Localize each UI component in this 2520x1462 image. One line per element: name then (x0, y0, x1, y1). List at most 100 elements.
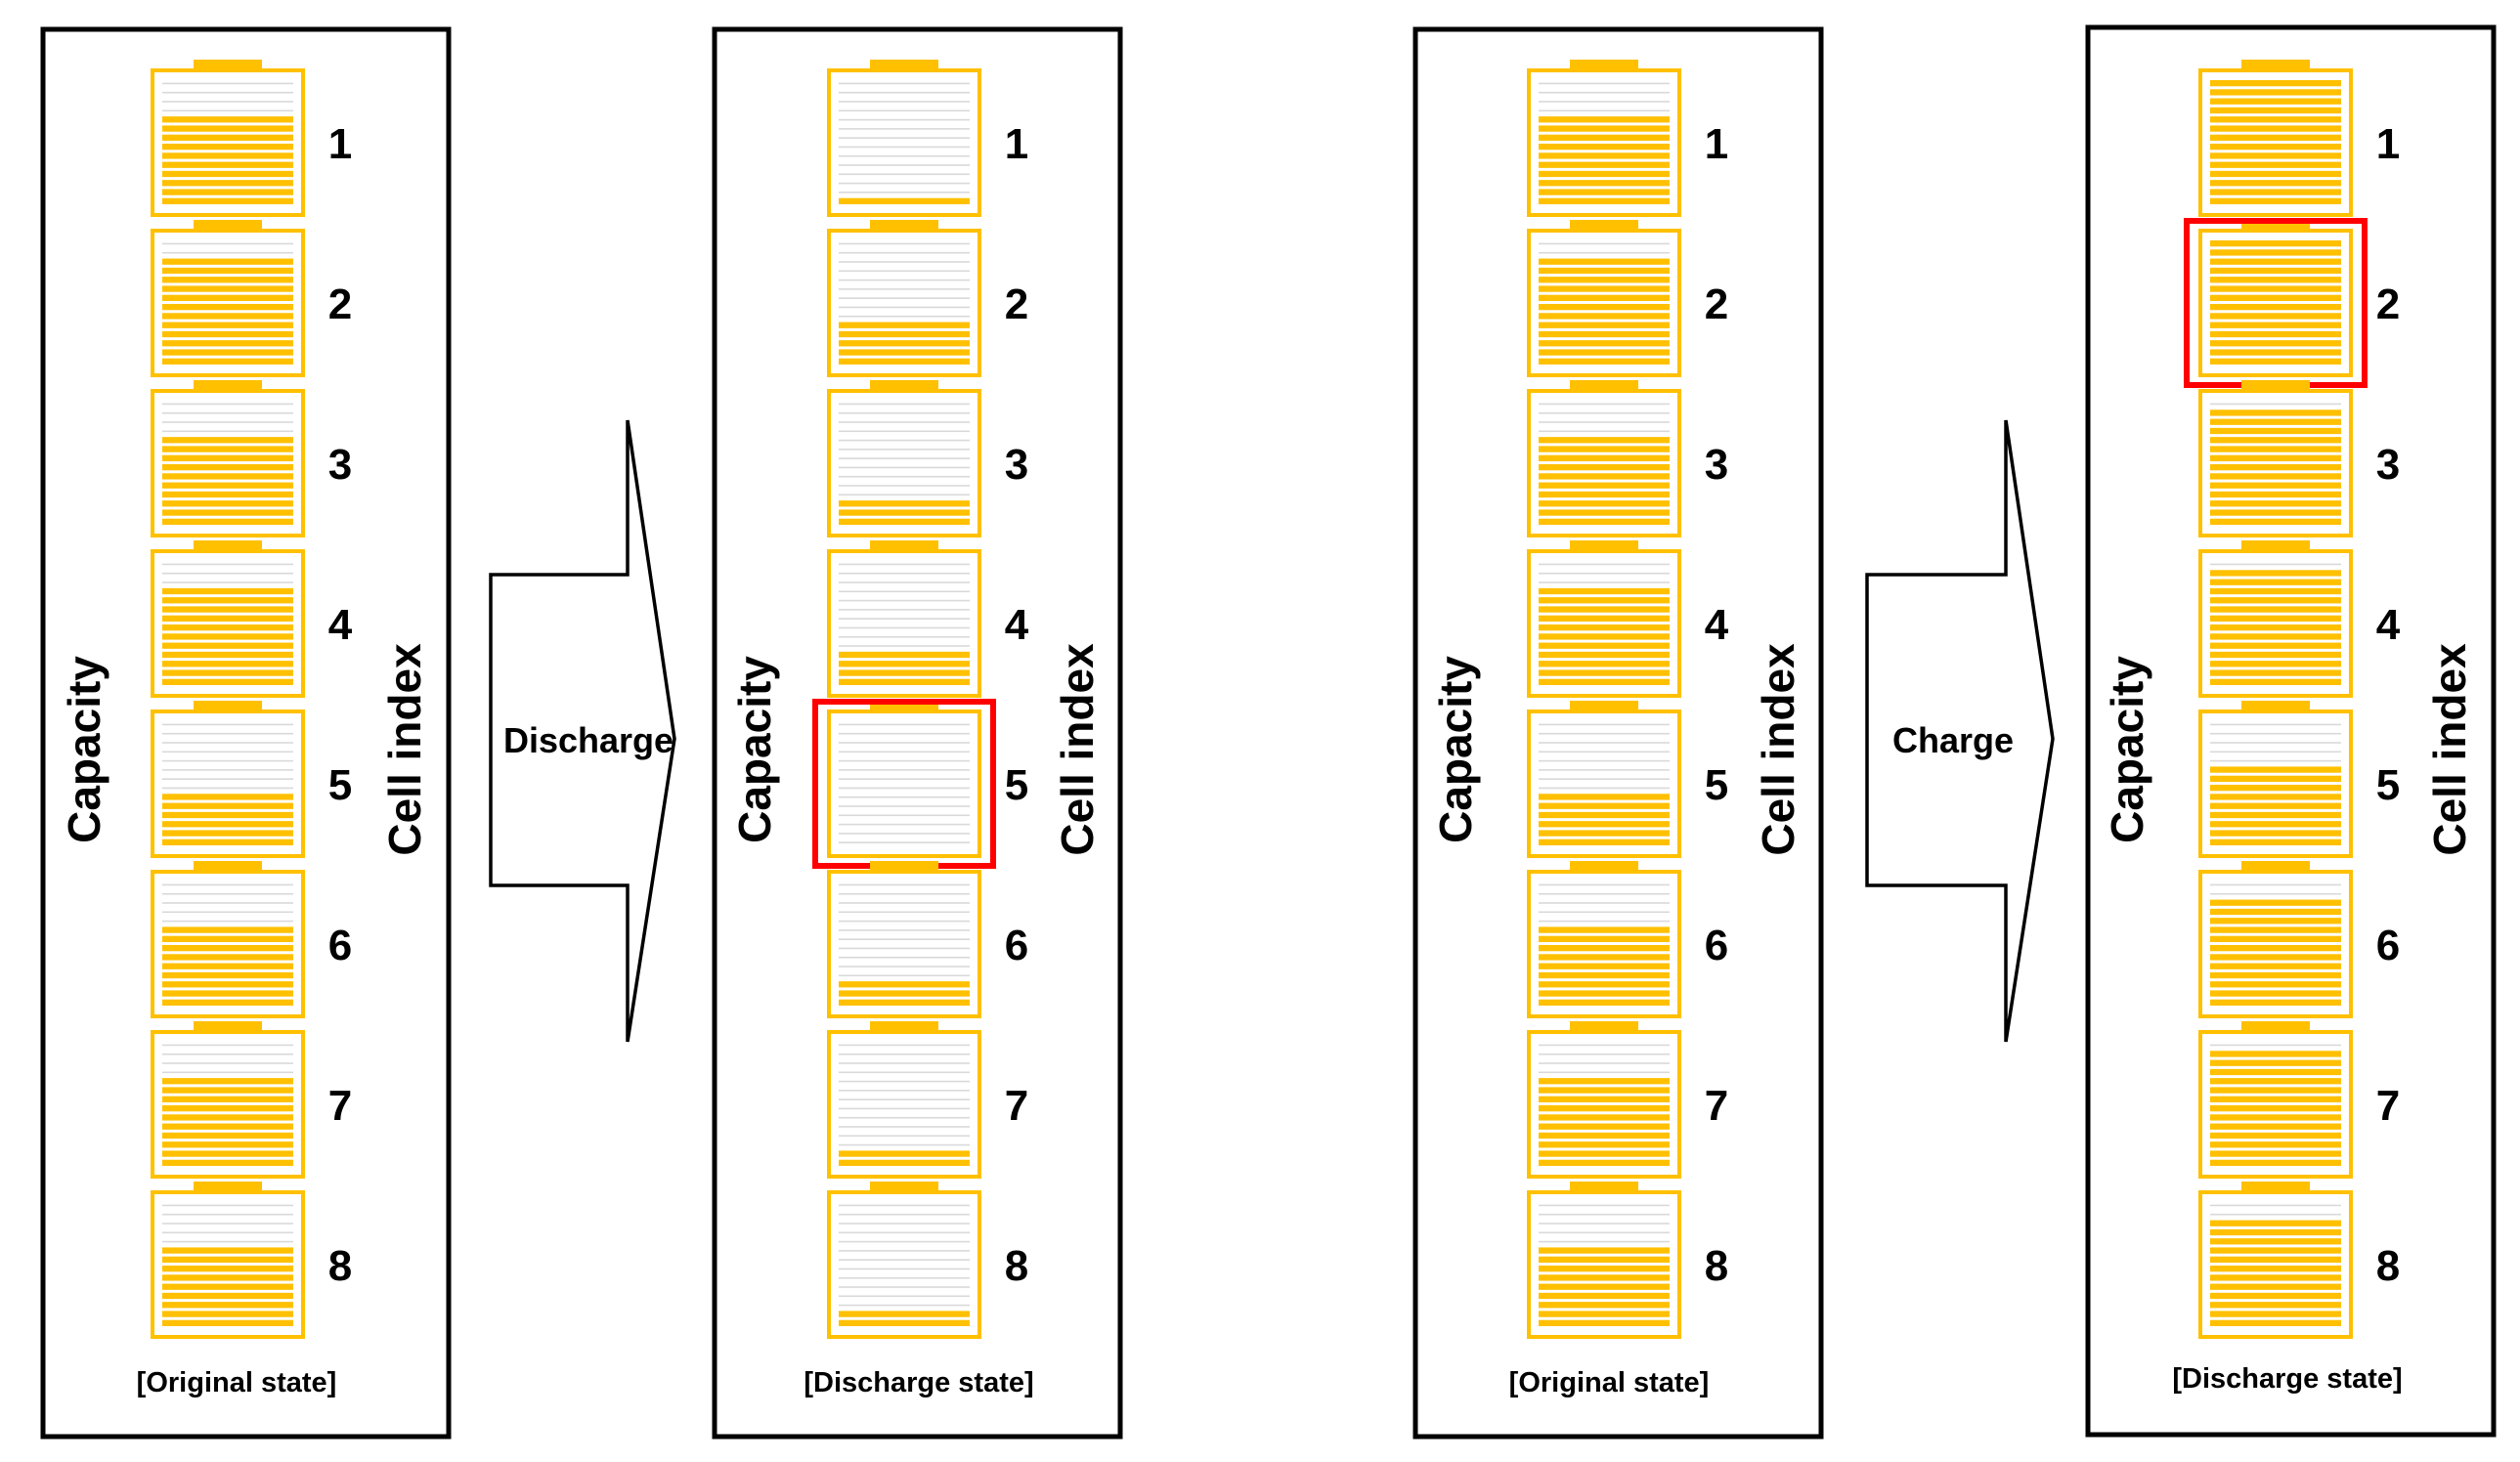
capacity-line-filled (2210, 1105, 2341, 1112)
capacity-line-empty (839, 723, 970, 726)
capacity-line-empty (839, 297, 970, 299)
capacity-line-filled (2210, 116, 2341, 123)
capacity-line-empty (162, 572, 293, 575)
battery-cell-6: 6 (2198, 861, 2400, 1018)
capacity-line-empty (839, 1107, 970, 1110)
battery-cell-2: 2 (2184, 218, 2400, 388)
capacity-line-empty (839, 590, 970, 593)
cell-terminal (194, 220, 262, 231)
capacity-line-filled (839, 678, 970, 685)
battery-cell-4: 4 (1527, 540, 1729, 698)
capacity-line-empty (839, 778, 970, 780)
capacity-line-empty (839, 956, 970, 959)
capacity-line-filled (839, 1319, 970, 1326)
cell-index-number: 8 (328, 1242, 352, 1290)
capacity-line-empty (839, 645, 970, 647)
capacity-line-filled (162, 830, 293, 837)
capacity-line-filled (2210, 1266, 2341, 1272)
capacity-line-filled (2210, 1228, 2341, 1236)
cell-index-number: 8 (2376, 1242, 2400, 1290)
capacity-line-filled (1539, 990, 1670, 997)
battery-cell-8: 8 (827, 1182, 1028, 1339)
capacity-line-empty (839, 182, 970, 185)
capacity-line-empty (839, 449, 970, 451)
capacity-line-filled (162, 1096, 293, 1102)
capacity-line-empty (839, 1126, 970, 1128)
capacity-line-filled (162, 990, 293, 997)
cell-index-number: 4 (2376, 601, 2401, 649)
capacity-line-filled (2210, 446, 2341, 452)
battery-cell-1: 1 (827, 60, 1028, 217)
capacity-line-filled (1539, 999, 1670, 1006)
capacity-line-filled (162, 509, 293, 516)
capacity-line-filled (2210, 811, 2341, 819)
capacity-line-filled (1539, 189, 1670, 195)
capacity-line-empty (2210, 751, 2341, 753)
capacity-line-empty (162, 911, 293, 914)
capacity-line-filled (162, 125, 293, 132)
cell-index-number: 4 (1705, 601, 1729, 649)
panel-caption: [Original state] (1509, 1367, 1710, 1398)
capacity-line-empty (839, 1071, 970, 1074)
capacity-line-filled (2210, 1274, 2341, 1281)
cell-index-number: 5 (1705, 761, 1728, 809)
capacity-line-filled (2210, 1068, 2341, 1076)
capacity-line-empty (1539, 430, 1670, 433)
capacity-line-filled (162, 633, 293, 640)
cell-index-number: 7 (2376, 1082, 2400, 1130)
capacity-line-filled (162, 1114, 293, 1121)
capacity-line-filled (162, 144, 293, 150)
capacity-line-filled (1539, 597, 1670, 604)
arrow-shape (1865, 419, 2055, 1043)
capacity-line-filled (1539, 1266, 1670, 1272)
cell-terminal (194, 701, 262, 711)
capacity-line-filled (2210, 80, 2341, 87)
capacity-line-filled (2210, 267, 2341, 275)
capacity-line-filled (2210, 963, 2341, 969)
capacity-line-filled (2210, 775, 2341, 782)
capacity-line-empty (839, 920, 970, 923)
capacity-line-empty (839, 485, 970, 487)
capacity-line-filled (1539, 161, 1670, 168)
capacity-line-filled (162, 678, 293, 685)
cell-terminal (1570, 220, 1638, 231)
capacity-line-empty (839, 109, 970, 112)
capacity-line-empty (1539, 251, 1670, 254)
capacity-line-empty (2210, 723, 2341, 726)
capacity-line-filled (1539, 454, 1670, 461)
capacity-line-filled (1539, 651, 1670, 659)
panel-frame (40, 26, 452, 1440)
capacity-line-empty (2210, 563, 2341, 566)
capacity-line-filled (1539, 587, 1670, 595)
capacity-line-filled (2210, 587, 2341, 595)
capacity-line-filled (162, 981, 293, 988)
capacity-line-empty (162, 581, 293, 583)
capacity-line-empty (839, 494, 970, 496)
capacity-line-filled (162, 794, 293, 800)
cell-terminal (2241, 60, 2310, 70)
capacity-line-empty (839, 251, 970, 254)
capacity-line-empty (162, 742, 293, 744)
capacity-line-filled (839, 990, 970, 997)
capacity-line-filled (2210, 98, 2341, 105)
capacity-line-filled (162, 1123, 293, 1130)
capacity-line-filled (1539, 606, 1670, 613)
capacity-line-empty (839, 1295, 970, 1298)
battery-cell-5: 5 (1527, 701, 1728, 858)
capacity-line-filled (162, 322, 293, 328)
capacity-line-filled (2210, 258, 2341, 265)
capacity-line-filled (2210, 491, 2341, 498)
capacity-line-filled (162, 661, 293, 667)
battery-cell-6: 6 (151, 861, 352, 1018)
capacity-line-empty (1539, 1231, 1670, 1234)
capacity-line-filled (2210, 1132, 2341, 1140)
capacity-line-filled (1539, 661, 1670, 667)
capacity-line-filled (162, 1087, 293, 1094)
capacity-line-empty (839, 91, 970, 94)
capacity-line-filled (1539, 116, 1670, 123)
cell-index-number: 6 (1005, 922, 1028, 969)
capacity-line-filled (1539, 1105, 1670, 1112)
